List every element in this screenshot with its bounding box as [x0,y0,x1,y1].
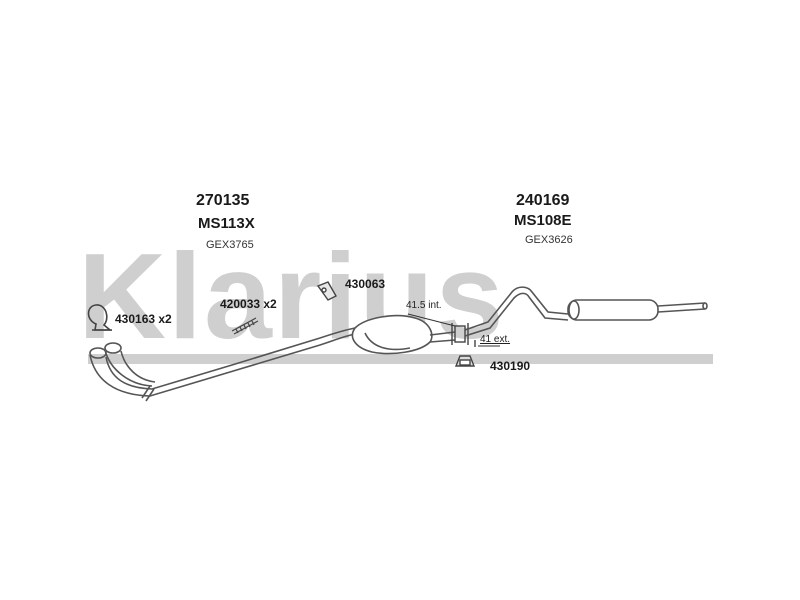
front-pipe-gex-code: GEX3765 [206,239,254,251]
rear-silencer-gex-code: GEX3626 [525,234,573,246]
front-pipe-drawing [89,327,356,402]
joint-clamp [451,323,476,347]
internal-diameter-note: 41.5 int. [406,300,442,311]
mount-icon [454,355,476,367]
clamp-label: 430163 x2 [115,312,172,326]
spring-icon [231,317,259,335]
clamp-icon [87,304,113,331]
watermark-underline [88,354,713,364]
centre-silencer-drawing [351,314,456,355]
hanger-icon [316,281,337,301]
klarius-watermark: Klarius [78,228,713,364]
front-pipe-ms-code: MS113X [198,215,255,232]
watermark-text: Klarius [78,228,506,364]
rear-silencer-ms-code: MS108E [514,212,572,229]
leader-lines [407,313,500,347]
springs-label: 420033 x2 [220,297,277,311]
front-pipe-number: 270135 [196,192,250,209]
rear-section-drawing [464,286,708,337]
rear-silencer-number: 240169 [516,192,570,209]
mount-label: 430190 [490,359,531,373]
external-diameter-note: 41 ext. [480,334,511,345]
hanger-label: 430063 [345,277,386,291]
